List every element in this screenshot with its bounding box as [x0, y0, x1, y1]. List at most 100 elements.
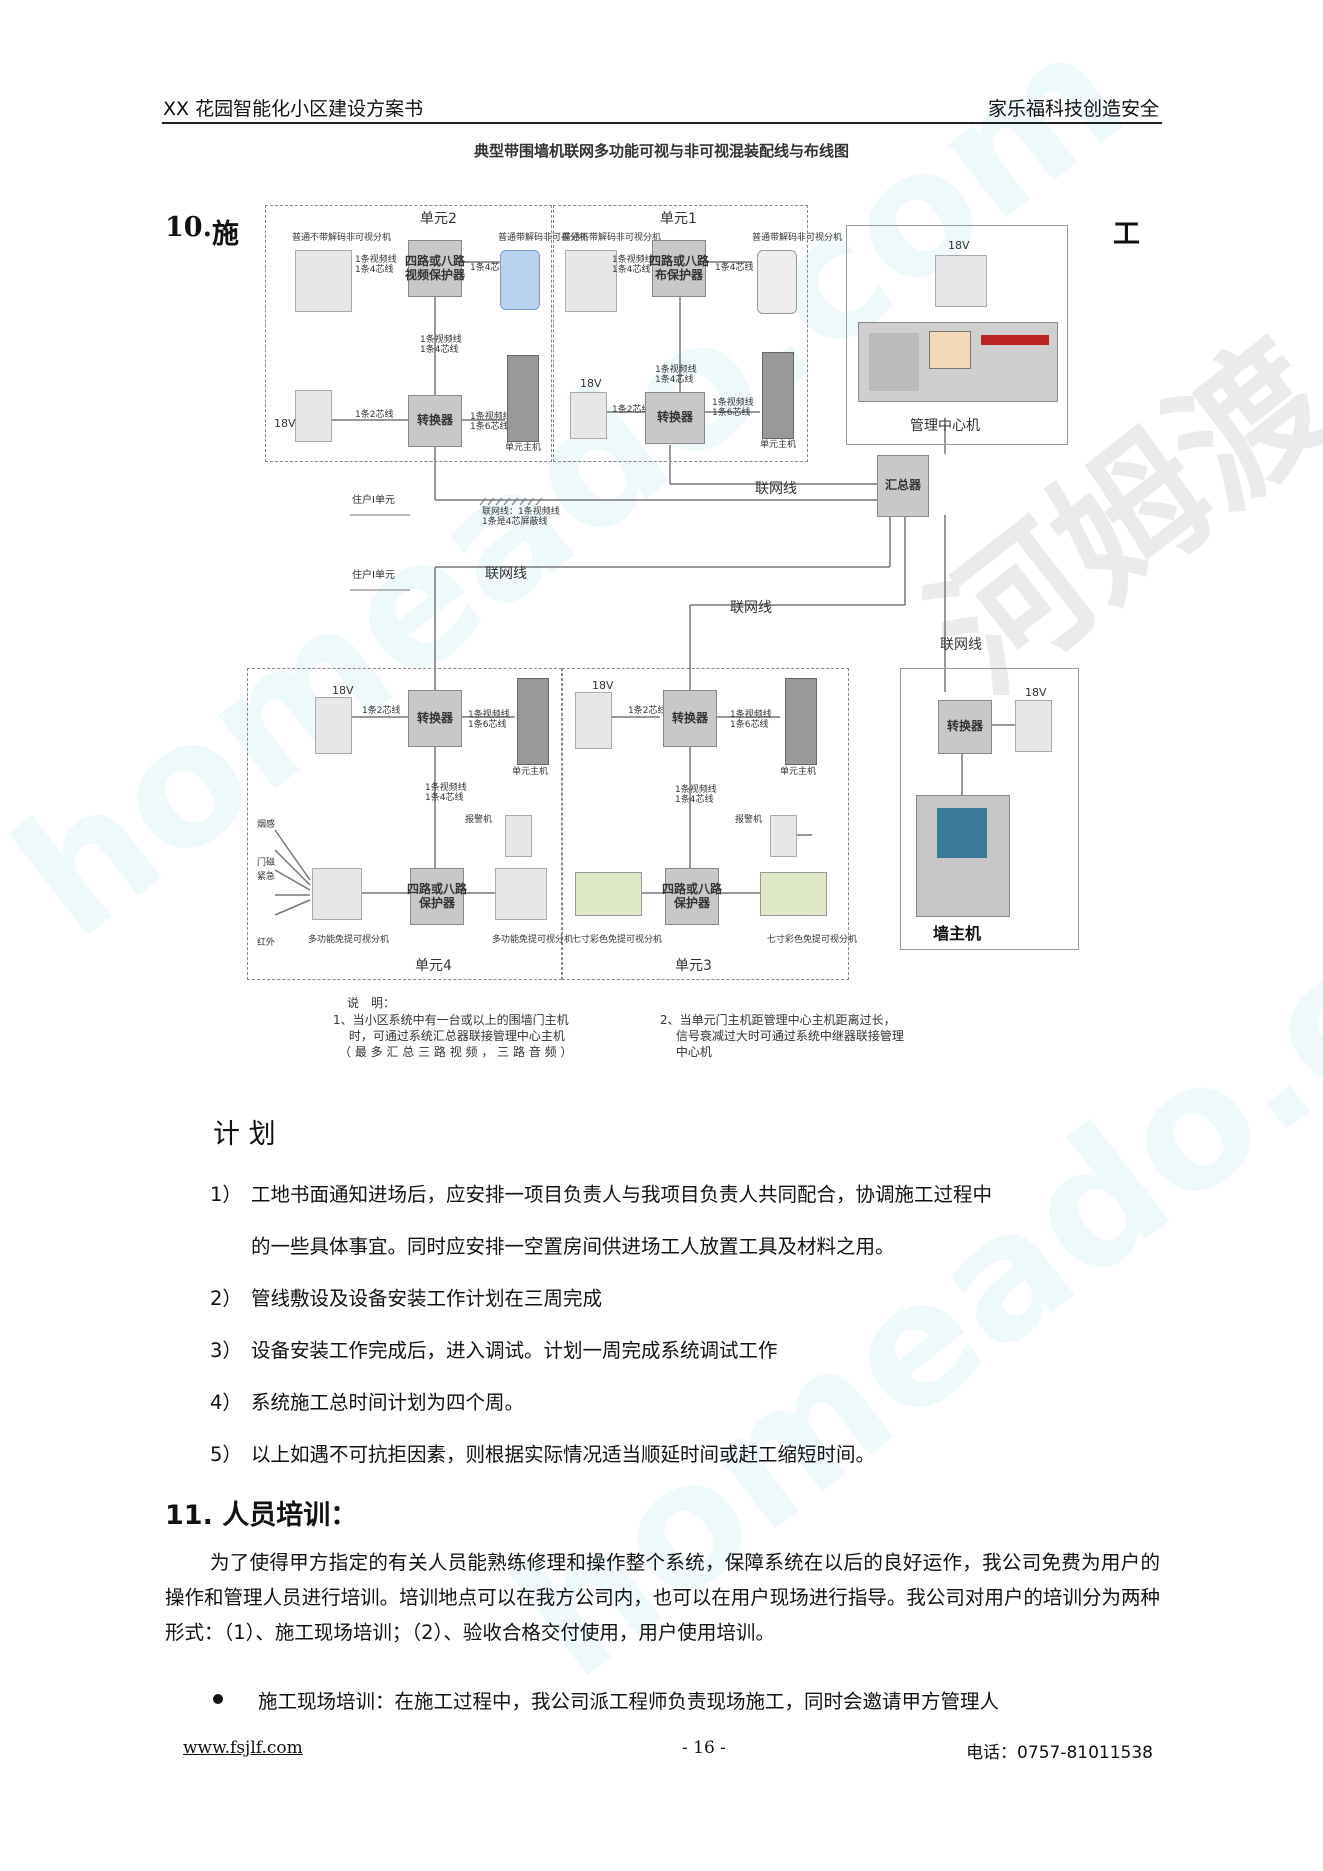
- power-supply-device: [935, 255, 987, 307]
- line-label: 1条视频线 1条6芯线: [468, 710, 510, 731]
- section10-number: 10.: [165, 212, 212, 243]
- converter-device: 转换器: [645, 392, 705, 444]
- note-2: 2、当单元门主机距管理中心主机距离过长， 信号衰减过大时可通过系统中继器联接管理…: [660, 1013, 904, 1059]
- seven-inch-monitor: [760, 872, 827, 916]
- section11-bullet-text: 施工现场培训：在施工过程中，我公司派工程师负责现场施工，同时会邀请甲方管理人: [258, 1690, 1000, 1713]
- protector-device: 四路或八路 保护器: [662, 868, 722, 925]
- network-line-label: 联网线: [730, 600, 772, 616]
- ext-label: 普通不带解码非可视分机: [292, 233, 392, 243]
- converter-device: 转换器: [408, 690, 462, 747]
- plan-item-text-cont: 的一些具体事宜。同时应安排一空置房间供进场工人放置工具及材料之用。: [251, 1235, 895, 1258]
- ext-label: 七寸彩色免提可视分机: [572, 935, 663, 945]
- network-line-label: 联网线: [940, 637, 982, 653]
- sensor-label: 门磁: [257, 858, 276, 868]
- unit2-label: 单元2: [420, 211, 457, 227]
- section10-subtitle: 计 划: [213, 1119, 276, 1150]
- unit2-box: [265, 205, 552, 462]
- line-label: 1条视频线 1条4芯线: [655, 365, 697, 386]
- unit4-label: 单元4: [415, 958, 452, 974]
- line-label: 1条视频线 1条4芯线: [675, 785, 717, 806]
- line-label: 1条视频线 1条6芯线: [712, 398, 754, 419]
- note-1: 1、当小区系统中有一台或以上的围墙门主机 时，可通过系统汇总器联接管理中心主机 …: [333, 1013, 573, 1059]
- plan-item-text: 管线敷设及设备安装工作计划在三周完成: [251, 1287, 603, 1310]
- diagram-title: 典型带围墙机联网多功能可视与非可视混装配线与布线图: [473, 142, 849, 160]
- page-number: - 16 -: [682, 1738, 726, 1758]
- ext-label: 多功能免提可视分机: [308, 935, 390, 945]
- wall-host-device: [916, 795, 1010, 917]
- protector-device: 四路或八路 视频保护器: [405, 240, 465, 297]
- line-label: 1条2芯线: [362, 706, 401, 716]
- ext-label: 普通带解码非可视分机: [498, 233, 589, 243]
- line-label: 1条视频线 1条4芯线: [612, 255, 654, 276]
- header-doc-title: XX 花园智能化小区建设方案书: [163, 98, 424, 120]
- handset-intercom-device: [500, 250, 540, 310]
- section11-paragraph: 为了使得甲方指定的有关人员能熟练修理和操作整个系统，保障系统在以后的良好运作，我…: [165, 1551, 1160, 1644]
- line-label: 1条2芯线: [355, 410, 394, 420]
- header-company-slogan: 家乐福科技创造安全: [987, 98, 1159, 120]
- plan-item-text: 以上如遇不可抗拒因素，则根据实际情况适当顺延时间或赶工缩短时间。: [251, 1443, 876, 1466]
- plan-item-number: 3）: [210, 1339, 242, 1362]
- unit3-box: [562, 668, 849, 980]
- power-label: 18V: [1025, 686, 1047, 699]
- plan-item-number: 4）: [210, 1391, 242, 1414]
- protector-device: 四路或八路 布保护器: [649, 240, 709, 297]
- power-label: 18V: [274, 417, 296, 430]
- wall-host-box: [900, 668, 1079, 950]
- handset-intercom-device: [757, 250, 797, 314]
- aggregator-device: 汇总器: [877, 455, 929, 517]
- converter-device: 转换器: [663, 690, 717, 747]
- wall-host-label: 墙主机: [933, 924, 982, 943]
- doorbell-device: [770, 815, 797, 857]
- network-line-label: 联网线: [485, 566, 527, 582]
- unit-host-device: [785, 678, 817, 765]
- network-spec-label: 联网线：1条视频线 1条是4芯屏蔽线: [482, 507, 560, 528]
- network-line-label: 联网线: [755, 481, 797, 497]
- line-label: 1条2芯线: [628, 706, 667, 716]
- sensor-label: 烟感: [257, 820, 276, 830]
- power-supply-device: [570, 392, 607, 439]
- power-label: 18V: [948, 239, 970, 252]
- sensor-label: 紧急: [257, 872, 276, 882]
- power-supply-device: [315, 697, 352, 754]
- mgmt-center-label: 管理中心机: [910, 418, 980, 434]
- plan-item-number: 5）: [210, 1443, 242, 1466]
- unit-host-label: 单元主机: [760, 440, 797, 450]
- unit-host-device: [517, 678, 549, 765]
- section10-title-part2: 工: [1113, 219, 1140, 250]
- bullet-dot: [213, 1694, 223, 1704]
- mgmt-center-box: [846, 225, 1068, 445]
- video-extension-device: [495, 868, 547, 920]
- video-extension-device: [295, 250, 352, 312]
- unit1-label: 单元1: [660, 211, 697, 227]
- unit3-label: 单元3: [675, 958, 712, 974]
- plan-item-text: 设备安装工作完成后，进入调试。计划一周完成系统调试工作: [251, 1339, 778, 1362]
- ext-label: 多功能免提可视分机: [492, 935, 574, 945]
- unit-host-label: 单元主机: [505, 443, 542, 453]
- converter-device: 转换器: [408, 395, 462, 447]
- doorbell-label: 报警机: [735, 815, 763, 825]
- power-label: 18V: [332, 684, 354, 697]
- section10-title-part1: 施: [212, 219, 239, 250]
- unit-host-device: [507, 355, 539, 442]
- doorbell-device: [505, 815, 532, 857]
- power-label: 18V: [592, 679, 614, 692]
- line-label: 1条视频线 1条4芯线: [425, 783, 467, 804]
- line-label: 1条4芯线: [715, 263, 754, 273]
- unit-host-label: 单元主机: [780, 767, 817, 777]
- line-label: 1条视频线 1条4芯线: [420, 335, 462, 356]
- plan-item-text: 工地书面通知进场后，应安排一项目负责人与我项目负责人共同配合，协调施工过程中: [251, 1183, 993, 1206]
- sensor-label: 红外: [257, 938, 276, 948]
- power-label: 18V: [580, 377, 602, 390]
- power-supply-device: [295, 390, 332, 442]
- video-extension-device: [312, 868, 362, 920]
- header-rule: [162, 122, 1162, 124]
- protector-device: 四路或八路 保护器: [407, 868, 467, 925]
- footer-website-link[interactable]: www.fsjlf.com: [183, 1738, 303, 1758]
- line-label: 1条视频线 1条6芯线: [730, 710, 772, 731]
- ext-label: 七寸彩色免提可视分机: [767, 935, 858, 945]
- unit1-box: [553, 205, 808, 462]
- doorbell-label: 报警机: [465, 815, 493, 825]
- plan-item-number: 2）: [210, 1287, 242, 1310]
- section11-title: 11. 人员培训：: [165, 1500, 358, 1531]
- unit-host-label: 单元主机: [512, 767, 549, 777]
